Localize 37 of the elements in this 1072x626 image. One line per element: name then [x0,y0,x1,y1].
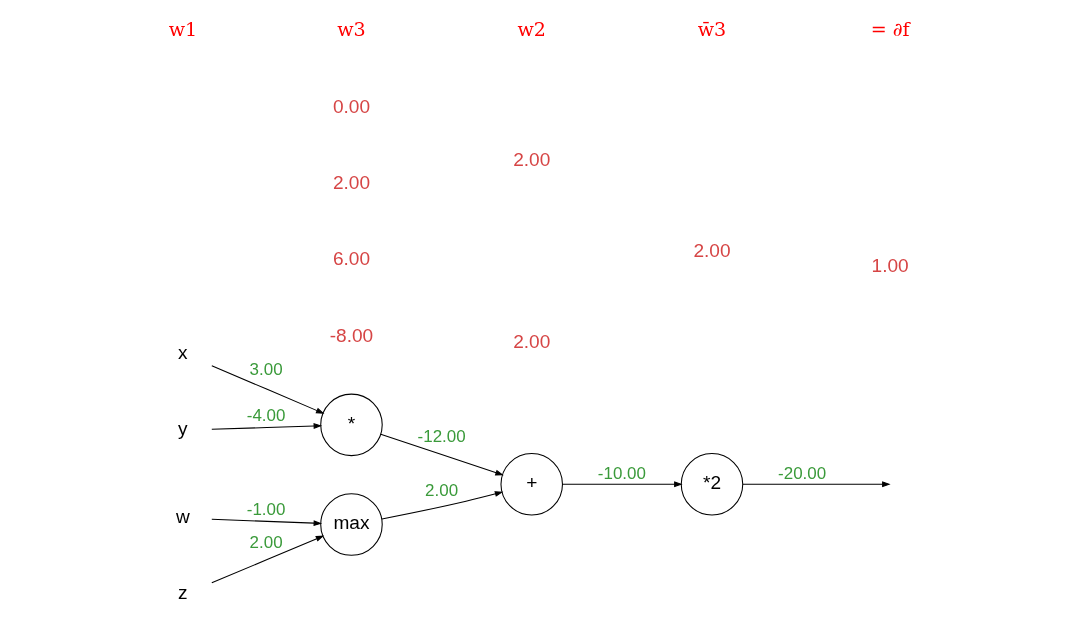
label: w3 [336,18,366,41]
node-circle: *2 [680,452,743,516]
label: w1 [168,18,197,41]
label: 2.00 [512,148,550,170]
node-text: z [177,582,188,604]
arrow [561,481,683,488]
edge-label: -10.00 [597,463,646,483]
edge-label: 3.00 [249,359,283,379]
arrow [210,518,322,527]
edge-label: -1.00 [246,499,285,519]
label: = ∂f [870,18,910,41]
node-circle: max [319,493,383,556]
label: w̄3 [697,18,726,41]
node-circle: + [499,452,563,516]
node-text: w [175,505,190,527]
edge-label: -20.00 [777,463,826,483]
label: 2.00 [692,239,731,261]
edge-label: -4.00 [246,406,285,426]
label: -8.00 [329,324,373,346]
arrow [210,535,324,584]
node-text: y [177,417,188,439]
label: 2.00 [512,330,550,352]
label: 6.00 [332,248,370,270]
arrow [381,491,503,520]
arrow [741,481,891,488]
arrow [210,423,322,430]
label: 2.00 [332,171,370,193]
edge-label: 2.00 [249,532,283,552]
edge-label: 2.00 [424,480,458,500]
node-circle: * [319,393,383,457]
arrow [379,433,504,476]
arrow [210,365,324,414]
edge-label: -12.00 [417,426,466,446]
node-text: x [177,341,188,363]
label: 1.00 [871,254,909,276]
label: w2 [516,18,546,41]
label: 0.00 [332,95,370,117]
